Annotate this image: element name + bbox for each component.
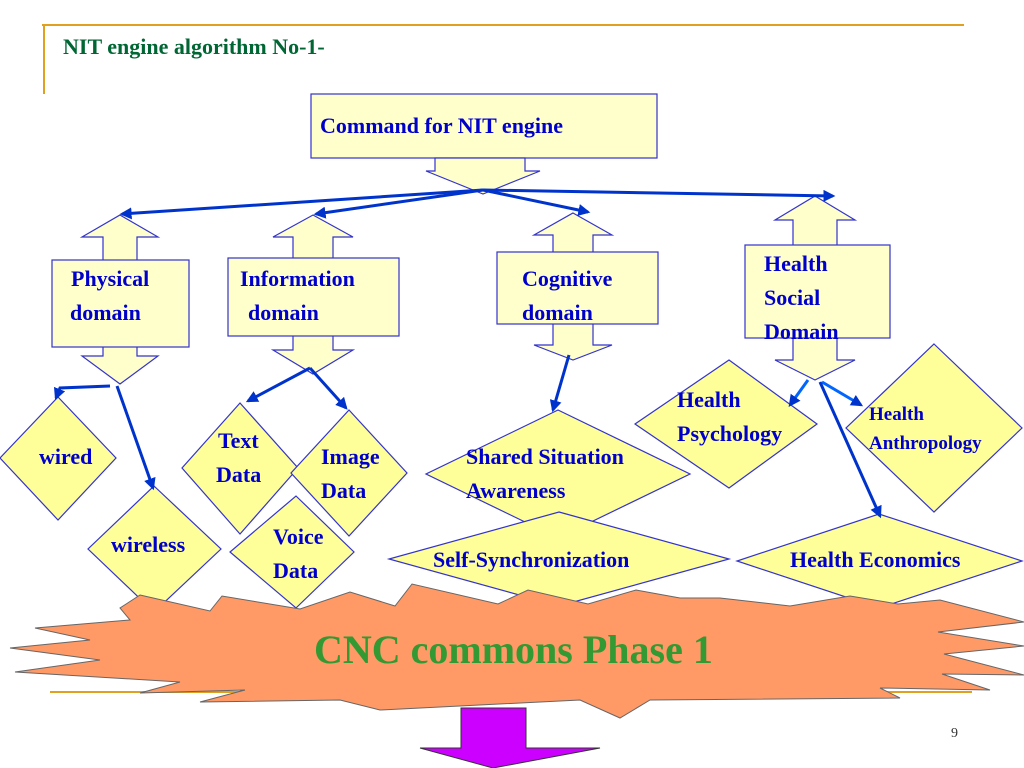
image-data-label: Image Data xyxy=(321,440,380,508)
arrow-to-shared-situation xyxy=(549,354,571,413)
arrow-to-health-economics xyxy=(818,381,882,519)
cognitive-domain-label: Cognitive domain xyxy=(522,262,612,330)
arrow-to-health-psychology xyxy=(788,379,810,407)
health-anthropology-line-1: Health xyxy=(869,404,924,425)
health-psychology-line-2: Psychology xyxy=(677,421,783,446)
health-anthropology-label: Health Anthropology xyxy=(869,400,982,458)
bottom-down-arrow xyxy=(419,707,601,768)
cognitive-domain-line-1: Cognitive xyxy=(522,266,613,291)
health-psychology-line-1: Health xyxy=(677,387,741,412)
arrow-to-image-data xyxy=(308,366,348,410)
health-social-line-1: Health xyxy=(764,251,828,276)
command-label: Command for NIT engine xyxy=(320,113,564,138)
text-data-line-1: Text xyxy=(218,428,259,453)
wireless-label: wireless xyxy=(111,532,186,557)
command-box xyxy=(310,93,658,159)
health-social-line-2: Social xyxy=(764,285,821,310)
arrow-to-cognitive xyxy=(482,188,591,216)
information-domain-line-1: Information xyxy=(240,266,355,291)
arrow-to-physical xyxy=(119,188,484,220)
text-data-label: Text Data xyxy=(216,424,261,492)
shared-situation-line-1: Shared Situation xyxy=(466,444,624,469)
information-domain-box xyxy=(227,257,400,337)
wired-diamond xyxy=(0,396,117,521)
cognitive-domain-line-2: domain xyxy=(522,300,593,325)
text-data-line-2: Data xyxy=(216,462,262,487)
arrow-to-information xyxy=(313,188,484,219)
health-economics-label: Health Economics xyxy=(790,547,961,572)
arrow-to-wired xyxy=(53,384,111,401)
self-sync-label: Self-Synchronization xyxy=(433,547,630,572)
voice-data-line-2: Data xyxy=(273,558,319,583)
physical-domain-label: Physical domain xyxy=(70,262,150,324)
cognitive-domain-box xyxy=(496,251,659,325)
command-connector xyxy=(425,157,541,195)
health-anthropology-diamond xyxy=(845,343,1023,513)
shared-situation-line-2: Awareness xyxy=(466,478,566,503)
information-domain-line-2: domain xyxy=(248,300,319,325)
cnc-banner-text: CNC commons Phase 1 xyxy=(314,627,713,672)
image-data-diamond xyxy=(290,409,408,537)
shared-situation-label: Shared Situation Awareness xyxy=(466,440,624,508)
image-data-line-1: Image xyxy=(321,444,380,469)
physical-domain-line-1: Physical xyxy=(71,266,150,291)
page-number: 9 xyxy=(951,726,958,741)
health-anthropology-line-2: Anthropology xyxy=(869,433,982,454)
voice-data-label: Voice Data xyxy=(273,520,324,588)
arrow-to-health-social xyxy=(482,188,836,202)
arrow-to-wireless xyxy=(115,385,156,491)
image-data-line-2: Data xyxy=(321,478,367,503)
health-psychology-diamond xyxy=(633,359,819,489)
slide-title: NIT engine algorithm No-1- xyxy=(63,34,325,59)
arrow-to-text-data xyxy=(245,366,311,403)
voice-data-line-1: Voice xyxy=(273,524,324,549)
cnc-banner-burst xyxy=(9,583,1024,719)
information-domain-label: Information domain xyxy=(240,262,355,330)
health-social-domain-box xyxy=(744,244,891,339)
arrow-to-health-anthropology xyxy=(821,380,864,407)
physical-domain-box xyxy=(51,259,190,348)
health-social-domain-label: Health Social Domain xyxy=(764,247,839,349)
wired-label: wired xyxy=(39,444,93,469)
text-data-diamond xyxy=(181,402,299,535)
health-psychology-label: Health Psychology xyxy=(677,383,782,451)
health-social-line-3: Domain xyxy=(764,319,839,344)
